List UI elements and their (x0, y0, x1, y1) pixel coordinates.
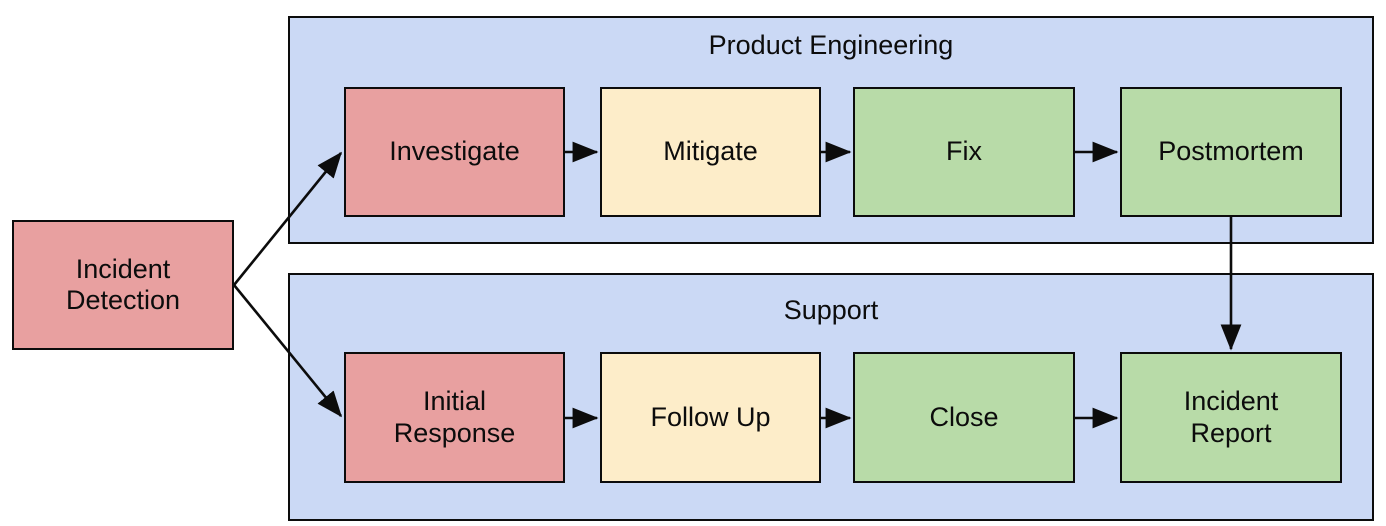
node-initial-response[interactable]: Initial Response (344, 352, 565, 483)
node-fix[interactable]: Fix (853, 87, 1075, 217)
connector-detection-to-initial-response (232, 284, 343, 418)
node-incident-report[interactable]: Incident Report (1120, 352, 1342, 483)
node-incident-detection[interactable]: Incident Detection (12, 220, 234, 350)
node-mitigate[interactable]: Mitigate (600, 87, 821, 217)
node-postmortem[interactable]: Postmortem (1120, 87, 1342, 217)
swimlane-title-support: Support (783, 295, 879, 325)
node-investigate[interactable]: Investigate (344, 87, 565, 217)
swimlane-title-product-engineering: Product Engineering (708, 30, 954, 60)
node-follow-up[interactable]: Follow Up (600, 352, 821, 483)
connector-detection-to-investigate (232, 151, 343, 286)
node-close[interactable]: Close (853, 352, 1075, 483)
